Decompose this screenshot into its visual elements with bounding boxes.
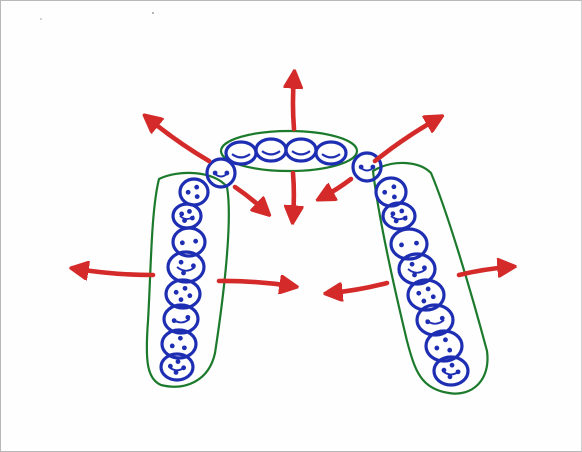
- arrow-upper-left: [149, 119, 209, 161]
- tooth-outline: [286, 139, 316, 161]
- tooth-cusp-dot: [176, 359, 181, 364]
- tooth-outline: [180, 179, 208, 205]
- arrow-center-down-right: [323, 179, 351, 197]
- tooth-cusp-dot: [195, 194, 200, 199]
- tooth-cusp-dot: [180, 240, 185, 245]
- arrow-right: [459, 267, 509, 275]
- tooth-cusp-dot: [440, 316, 445, 321]
- tooth-anterior-4: [316, 142, 346, 164]
- tooth-cusp-dot: [426, 287, 431, 292]
- tooth-cusp-dot: [179, 297, 184, 302]
- tooth-cusp-dot: [447, 348, 452, 353]
- tooth-anterior-3: [286, 139, 316, 161]
- tooth-cusp-dot: [414, 241, 419, 246]
- tooth-cusp-dot: [183, 286, 188, 291]
- tooth-left-posterior-3: [173, 204, 201, 228]
- tooth-cusp-dot: [187, 209, 192, 214]
- tooth-cusp-dot: [399, 209, 404, 214]
- arrow-upper-right: [375, 119, 437, 161]
- tooth-left-posterior-2: [180, 179, 208, 205]
- arrow-mid-right: [331, 283, 387, 293]
- tooth-cusp-dot: [182, 345, 187, 350]
- arrow-center-down-left: [235, 187, 265, 211]
- tooth-cusp-dot: [179, 260, 184, 265]
- tooth-cusp-dot: [187, 293, 192, 298]
- tooth-outline: [173, 204, 201, 228]
- tooth-cusp-dot: [170, 344, 175, 349]
- tooth-cusp-dot: [450, 363, 455, 368]
- tooth-left-posterior-1: [207, 159, 235, 187]
- tooth-right-posterior-3: [383, 203, 415, 229]
- tooth-incisal-mark: [292, 151, 310, 154]
- arrow-center-down: [293, 173, 294, 217]
- tooth-cusp-dot: [382, 190, 387, 195]
- teeth-group: [161, 139, 468, 385]
- tooth-incisal-mark: [232, 154, 250, 157]
- arrow-mid-left: [219, 281, 291, 286]
- segment-outlines: [147, 131, 488, 394]
- tooth-cusp-dot: [416, 291, 421, 296]
- tooth-outline: [256, 139, 286, 161]
- tooth-cusp-dot: [193, 239, 198, 244]
- tooth-cusp-dot: [392, 195, 397, 200]
- arrow-up: [293, 77, 294, 129]
- tooth-cusp-dot: [390, 211, 395, 216]
- tooth-outline: [207, 159, 235, 187]
- tooth-anterior-2: [256, 139, 286, 161]
- tooth-cusp-dot: [186, 190, 191, 195]
- tooth-cusp-dot: [410, 262, 415, 267]
- force-arrows: [77, 77, 509, 293]
- tooth-outline: [316, 142, 346, 164]
- tooth-cusp-dot: [185, 315, 190, 320]
- tooth-cusp-dot: [194, 185, 199, 190]
- tooth-cusp-dot: [443, 337, 448, 342]
- tooth-incisal-mark: [322, 154, 340, 157]
- tooth-cusp-dot: [434, 346, 439, 351]
- tooth-cusp-dot: [431, 294, 436, 299]
- tooth-cusp-dot: [421, 299, 426, 304]
- tooth-cusp-dot: [174, 290, 179, 295]
- tooth-cusp-dot: [391, 184, 396, 189]
- paper-speck: [40, 18, 42, 20]
- arrow-left: [77, 269, 153, 275]
- tooth-incisal-mark: [262, 151, 280, 154]
- tooth-outline: [383, 203, 415, 229]
- paper-speck: [152, 12, 154, 14]
- tooth-cusp-dot: [178, 336, 183, 341]
- tooth-cusp-dot: [179, 212, 184, 217]
- tooth-cusp-dot: [399, 242, 404, 247]
